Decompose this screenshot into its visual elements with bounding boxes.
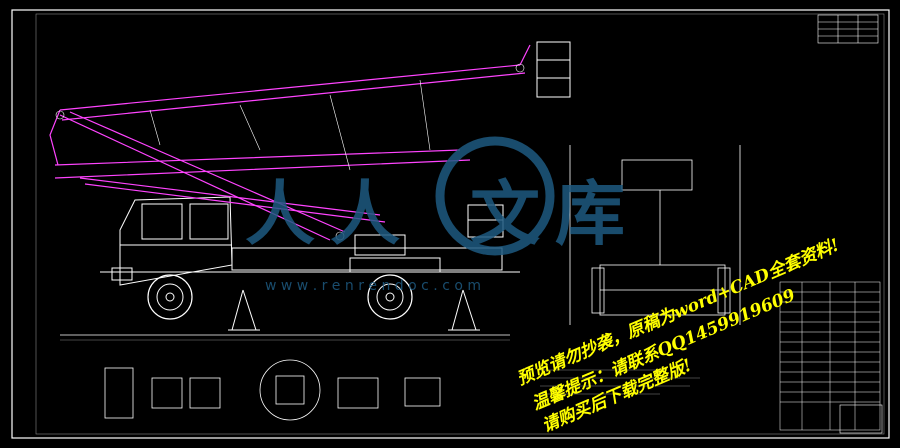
title-block-top-right: [817, 14, 879, 44]
front-wheel: [147, 274, 193, 320]
watermark-url: w w w . r e n r e n d o c . c o m: [265, 278, 481, 294]
watermark-logo: 人 人 文 库 w w w . r e n r e n d o c . c o …: [245, 136, 625, 294]
watermark-char-4: 库: [555, 172, 625, 255]
turret-base: [354, 234, 406, 256]
boom-assembly: [49, 44, 531, 241]
outriggers: [228, 289, 480, 331]
lower-link: [79, 177, 386, 223]
lower-boom: [54, 149, 471, 179]
truck-bumper: [111, 267, 133, 281]
parts-list: [779, 281, 881, 431]
title-block: [839, 404, 883, 434]
detail-views: [104, 359, 441, 421]
middle-boom: [59, 111, 346, 241]
upper-boom: [59, 64, 526, 121]
drawing-frame: [11, 9, 890, 439]
technical-notes: [540, 369, 700, 395]
work-platform-low: [467, 204, 504, 238]
watermark-ring: [435, 136, 555, 256]
work-platform-top: [536, 41, 571, 98]
cab-window-1: [141, 203, 183, 240]
watermark-char-2: 人: [330, 172, 400, 255]
truck: [100, 196, 520, 286]
watermark-char-1: 人: [245, 172, 315, 255]
boom-details: [55, 63, 525, 241]
truck-cab: [119, 196, 233, 286]
truck-fender-rear: [349, 257, 441, 273]
rear-view: [569, 145, 741, 325]
drawing-inner-frame: [35, 13, 885, 435]
cab-window-2: [189, 203, 229, 240]
watermark-char-3: 文: [470, 172, 540, 255]
truck-chassis: [231, 247, 503, 271]
rear-wheel: [367, 274, 413, 320]
